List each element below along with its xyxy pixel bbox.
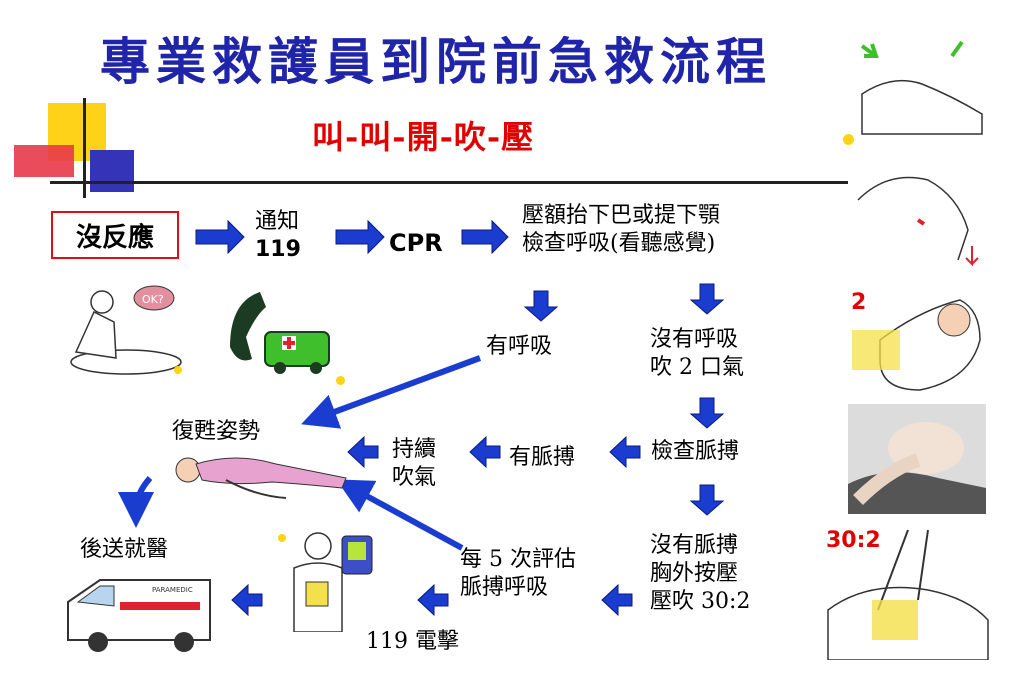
node-every5-line2: 脈搏呼吸 [460,575,549,600]
node-notify-line2: 119 [255,237,301,262]
phone-ambulance-icon [230,292,330,374]
node-notify-line1: 通知 [255,209,300,234]
node-recovery: 復甦姿勢 [172,419,261,444]
node-has-pulse: 有脈搏 [509,445,576,470]
arrow-down-1 [523,290,559,322]
node-check-breath: 壓額抬下巴或提下顎 檢查呼吸(看聽感覺) [522,202,720,258]
node-no-pulse-line3: 壓吹 30:2 [650,589,751,614]
arrow-down-3 [689,397,725,429]
node-cpr: CPR [389,229,443,257]
node-continue: 持續 吹氣 [392,436,436,492]
arrow-curve-transport [118,476,155,528]
arrow-diag-eval [336,479,464,551]
arrow-left-6 [231,583,263,617]
page-subtitle: 叫-叫-開-吹-壓 [312,118,535,156]
decor-blue-square [90,150,134,192]
node-check-pulse: 檢查脈搏 [651,439,740,464]
arrow-left-3 [347,435,379,469]
node-no-pulse: 沒有脈搏 胸外按壓 壓吹 30:2 [650,532,750,616]
node-no-breath: 沒有呼吸 吹 2 口氣 [650,326,744,382]
ambulance-label: PARAMEDIC [152,586,193,594]
node-no-breath-line2: 吹 2 口氣 [650,355,744,380]
arrow-diag-recovery [301,355,482,429]
node-no-pulse-line1: 沒有脈搏 [650,533,739,558]
node-transport: 後送就醫 [80,537,169,562]
arrow-right-1 [195,219,245,255]
check-breathing-illustration [848,160,984,270]
decor-red-bar [14,145,74,177]
ok-bubble-text: OK? [142,293,164,306]
side-label-ratio: 30:2 [826,528,881,553]
node-no-response: 沒反應 [51,211,179,259]
recovery-position-illustration [175,457,347,499]
arrow-left-1 [609,435,641,469]
arrow-right-3 [461,219,509,255]
node-check-breath-line1: 壓額抬下巴或提下顎 [522,203,721,228]
node-every5: 每 5 次評估 脈搏呼吸 [460,546,576,602]
node-has-breath: 有呼吸 [486,334,553,359]
decor-dot [336,376,345,385]
ambulance-illustration: PARAMEDIC [67,579,211,652]
arrow-left-5 [417,583,449,617]
arrow-right-2 [335,219,385,255]
arrow-left-4 [601,583,633,617]
decor-vertical-line [83,98,86,198]
node-no-pulse-line2: 胸外按壓 [650,561,739,586]
arrow-down-4 [689,484,725,516]
head-tilt-illustration [842,34,988,148]
decor-dot [278,534,286,542]
node-every5-line1: 每 5 次評估 [460,547,576,572]
page-title: 專業救護員到院前急救流程 [100,32,772,91]
pulse-check-illustration [848,404,986,514]
side-label-breaths: 2 [851,290,867,315]
decor-dot [174,366,182,374]
rescuer-checking-illustration: OK? [70,285,182,375]
arrow-left-2 [469,435,501,469]
node-no-breath-line1: 沒有呼吸 [650,327,739,352]
header-rule [50,181,860,184]
node-shock: 119 電擊 [366,629,459,654]
aed-illustration [293,532,373,632]
node-check-breath-line2: 檢查呼吸(看聽感覺) [522,231,716,256]
rescue-breath-illustration [852,299,981,391]
node-notify: 通知 119 [255,208,301,264]
arrow-down-2 [689,283,725,315]
node-continue-line2: 吹氣 [392,465,437,490]
decor-dot [843,134,854,145]
chest-compression-illustration [827,529,989,660]
node-continue-line1: 持續 [392,437,437,462]
